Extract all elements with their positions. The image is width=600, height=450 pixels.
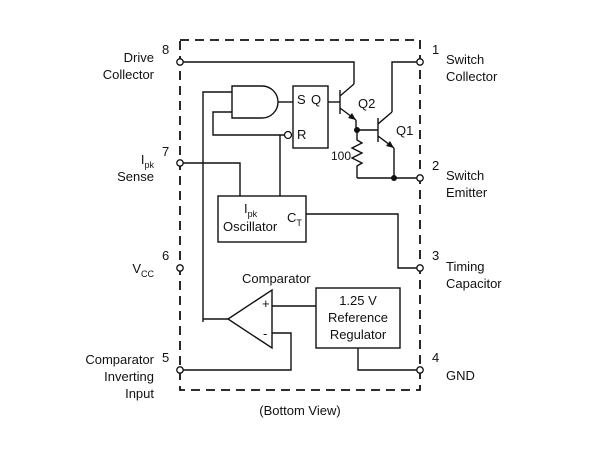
pin7-label-line2: Sense — [117, 169, 154, 184]
bottom-view-label: (Bottom View) — [259, 403, 340, 418]
pin6-number: 6 — [162, 248, 169, 263]
and-gate — [231, 85, 279, 119]
latch-r: R — [297, 127, 306, 142]
pin5-terminal — [176, 366, 184, 374]
pin1-number: 1 — [432, 42, 439, 57]
reference-line3: Regulator — [330, 327, 387, 342]
oscillator-ipk: Ipk — [244, 201, 258, 219]
pin8-label-line1: Drive — [124, 50, 154, 65]
q2-label: Q2 — [358, 96, 375, 111]
pin4-label: GND — [446, 368, 475, 383]
pin8-terminal — [176, 58, 184, 66]
pin7-label-line1: Ipk — [141, 152, 155, 170]
q2-transistor — [339, 83, 357, 121]
pin2-number: 2 — [432, 158, 439, 173]
pin7-terminal — [176, 159, 184, 167]
wire-vcc-to-and — [202, 91, 232, 322]
wire-ref-to-gnd — [357, 348, 417, 371]
pin2-terminal — [416, 174, 424, 182]
reference-line1: 1.25 V — [339, 293, 377, 308]
wire-pin5-to-comp — [183, 332, 292, 371]
q1-transistor — [377, 111, 395, 149]
pin4-terminal — [416, 366, 424, 374]
latch-s: S — [297, 92, 306, 107]
pin2-label-line1: Switch — [446, 168, 484, 183]
q1-emitter-arrow — [386, 141, 394, 148]
reference-block — [315, 287, 401, 349]
sr-latch — [292, 85, 329, 149]
wire-ipk-to-osc — [183, 162, 241, 196]
comparator-minus: - — [263, 326, 267, 341]
latch-r-bubble — [283, 130, 293, 140]
pin1-label-line2: Collector — [446, 69, 498, 84]
pin6-label: VCC — [132, 261, 154, 279]
pin3-terminal — [416, 264, 424, 272]
pin7-number: 7 — [162, 144, 169, 159]
pin5-label-line3: Input — [125, 386, 154, 401]
pin5-label-line1: Comparator — [85, 352, 154, 367]
comparator — [226, 288, 273, 350]
q1-label: Q1 — [396, 123, 413, 138]
pin4-number: 4 — [432, 350, 439, 365]
comparator-title: Comparator — [242, 271, 311, 286]
resistor-100 — [350, 130, 364, 178]
latch-q: Q — [311, 92, 321, 107]
pin2-junction — [391, 175, 397, 181]
comparator-plus: + — [262, 296, 270, 311]
q2-emitter-arrow — [348, 113, 356, 120]
wire-pin8-to-q2 — [183, 61, 355, 84]
pin8-label-line2: Collector — [103, 67, 155, 82]
pin3-number: 3 — [432, 248, 439, 263]
oscillator-label: Oscillator — [223, 219, 278, 234]
wire-ct-to-pin3 — [306, 213, 417, 269]
pin2-label-line2: Emitter — [446, 185, 488, 200]
pin1-label-line1: Switch — [446, 52, 484, 67]
pin8-number: 8 — [162, 42, 169, 57]
pin3-label-line1: Timing — [446, 259, 485, 274]
pin6-terminal — [176, 264, 184, 272]
wire-pin1-to-q1 — [391, 61, 417, 112]
pin1-terminal — [416, 58, 424, 66]
pin3-label-line2: Capacitor — [446, 276, 502, 291]
oscillator-block — [217, 195, 307, 243]
resistor-label: 100 — [331, 149, 351, 163]
package-outline — [179, 39, 421, 391]
pin5-number: 5 — [162, 350, 169, 365]
oscillator-ct: CT — [287, 210, 302, 228]
reference-line2: Reference — [328, 310, 388, 325]
wire-and-feedback — [212, 111, 284, 136]
pin5-label-line2: Inverting — [104, 369, 154, 384]
